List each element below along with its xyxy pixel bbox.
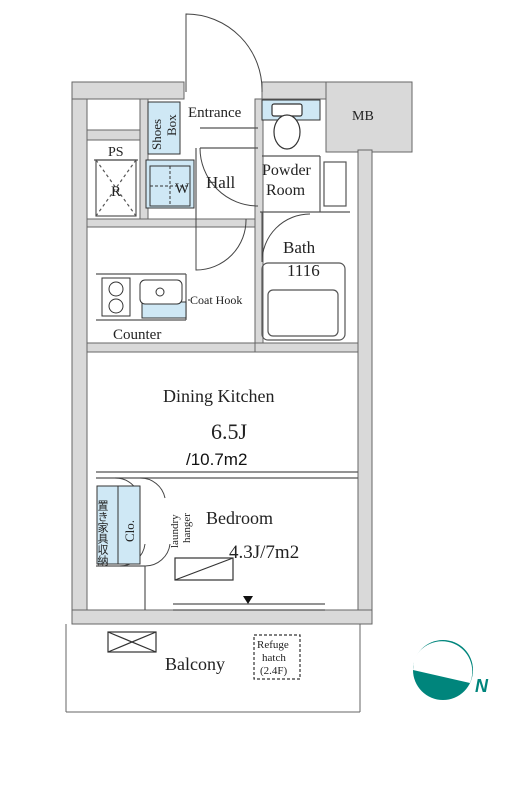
refuge-hatch-box <box>253 634 301 680</box>
label-hatch: hatch <box>262 652 286 664</box>
label-bedroom: Bedroom <box>206 508 273 528</box>
label-hall: Hall <box>206 173 236 192</box>
window-arrow-icon <box>243 596 253 604</box>
label-balcony: Balcony <box>165 654 225 674</box>
compass-n-label: N <box>475 676 489 696</box>
label-mb: MB <box>352 109 374 124</box>
label-bath-size: 1116 <box>287 261 320 280</box>
inner-lines <box>94 127 358 611</box>
stove-icon <box>101 277 131 317</box>
label-powder: Powder <box>262 162 312 179</box>
toilet-icon <box>271 103 303 150</box>
washer-icon <box>149 165 191 207</box>
label-furniture-storage: 置き家具収納 <box>96 500 109 567</box>
sink-icon <box>139 279 183 305</box>
label-floor: (2.4F) <box>260 665 288 677</box>
label-refuge: Refuge <box>257 639 289 651</box>
compass-icon: N <box>413 640 489 700</box>
label-bath: Bath <box>283 238 316 257</box>
label-dk-size-j: 6.5J <box>211 419 248 444</box>
label-box: Box <box>164 114 179 136</box>
label-r: R <box>111 184 121 200</box>
aircon-icon <box>174 557 234 581</box>
label-w: W <box>175 181 190 197</box>
label-counter: Counter <box>113 327 161 343</box>
label-clo: Clo. <box>122 520 137 542</box>
label-room: Room <box>266 182 306 199</box>
label-laundry: laundry <box>169 514 181 548</box>
label-bedroom-size: 4.3J/7m2 <box>229 542 299 563</box>
label-dk-size-m2: /10.7m2 <box>186 450 247 469</box>
label-shoes: Shoes <box>149 119 164 150</box>
label-hanger: hanger <box>181 513 193 543</box>
label-coat-hook: Coat Hook <box>190 293 242 307</box>
outdoor-unit-icon <box>107 631 157 653</box>
label-entrance: Entrance <box>188 105 242 121</box>
label-dining-kitchen: Dining Kitchen <box>163 386 274 406</box>
walls <box>71 81 413 625</box>
label-ps: PS <box>108 145 124 160</box>
balcony-railing <box>65 624 361 713</box>
